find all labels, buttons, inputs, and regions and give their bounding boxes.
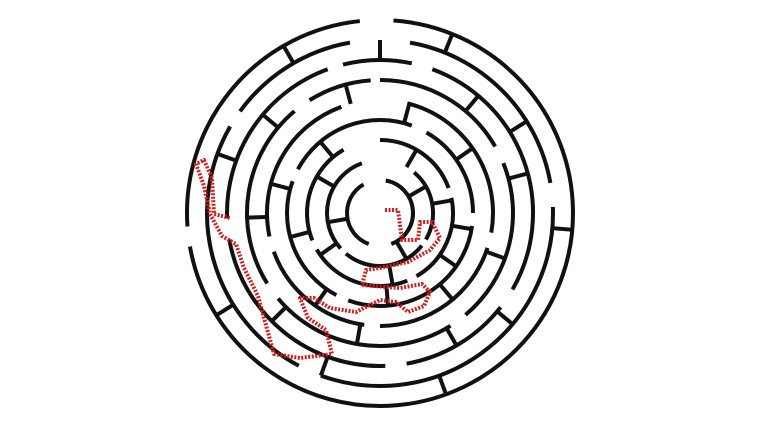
maze-ring-wall (265, 104, 343, 237)
maze-radial-wall (318, 140, 335, 159)
maze-ring-wall (412, 170, 435, 241)
maze-ring-wall (320, 206, 555, 388)
maze-ring-wall (406, 305, 503, 366)
maze-ring-wall (464, 162, 515, 317)
maze-radial-wall (270, 305, 288, 323)
solution-path (194, 158, 442, 360)
maze-radial-wall (407, 184, 427, 199)
maze-radial-wall (354, 323, 363, 345)
maze-radial-wall (394, 240, 409, 260)
maze-ring-wall (325, 161, 363, 250)
maze-radial-wall (343, 84, 353, 105)
maze-radial-wall (404, 148, 419, 169)
maze-radial-wall (442, 33, 455, 54)
maze-radial-wall (552, 226, 573, 232)
maze-ring-wall (345, 182, 370, 246)
maze-ring-wall (385, 178, 415, 246)
maze-radial-wall (289, 229, 311, 240)
maze-ring-wall (185, 19, 361, 227)
maze-radial-wall (402, 103, 412, 124)
maze-ring-wall (296, 118, 413, 171)
maze-radial-wall (431, 198, 453, 206)
maze-radial-wall (327, 216, 348, 225)
maze-ring-wall (379, 78, 497, 148)
maze-ring-wall (305, 148, 345, 242)
maze-ring-wall (425, 130, 475, 214)
maze-radial-wall (463, 94, 480, 113)
maze-ring-wall (271, 250, 365, 327)
maze-radial-wall (438, 253, 458, 268)
maze-ring-wall (308, 78, 371, 102)
maze-ring-wall (379, 138, 451, 189)
maze-radial-wall (451, 223, 472, 232)
maze-ring-wall (431, 67, 535, 291)
maze-ring-wall (225, 67, 329, 219)
maze-radial-wall (485, 249, 506, 261)
maze-radial-wall (315, 174, 336, 189)
maze-radial-wall (247, 214, 268, 220)
maze-radial-wall (319, 241, 338, 257)
maze-radial-wall (507, 171, 529, 181)
maze-ring-wall (409, 40, 553, 184)
maze-ring-wall (406, 101, 495, 233)
maze-radial-wall (444, 327, 459, 347)
maze-ring-wall (342, 58, 413, 67)
maze-radial-wall (387, 264, 395, 286)
maze-radial-wall (438, 282, 455, 301)
maze-ring-wall (205, 125, 300, 368)
maze-ring-wall (187, 18, 575, 408)
maze-ring-wall (227, 239, 386, 368)
maze-radial-walls (215, 33, 573, 396)
maze-ring-wall (285, 180, 338, 297)
maze-radial-wall (270, 181, 291, 191)
maze-radial-wall (313, 288, 329, 307)
maze-radial-wall (437, 374, 448, 396)
maze-ring-wall (315, 248, 409, 288)
maze-ring-wall (238, 40, 351, 113)
maze-radial-wall (508, 119, 528, 134)
maze-ring-wall (415, 197, 455, 278)
maze-ring-wall (245, 109, 296, 285)
maze-radial-wall (261, 113, 280, 130)
maze-radial-wall (495, 309, 514, 326)
maze-ring-wall (379, 247, 490, 328)
maze-radial-wall (455, 146, 474, 162)
maze-radial-wall (216, 151, 237, 163)
maze-radial-wall (318, 356, 330, 377)
maze-radial-wall (281, 44, 296, 65)
maze-radial-wall (215, 302, 235, 317)
maze-ring-wall (276, 297, 452, 348)
maze-ring-wall (344, 244, 424, 268)
